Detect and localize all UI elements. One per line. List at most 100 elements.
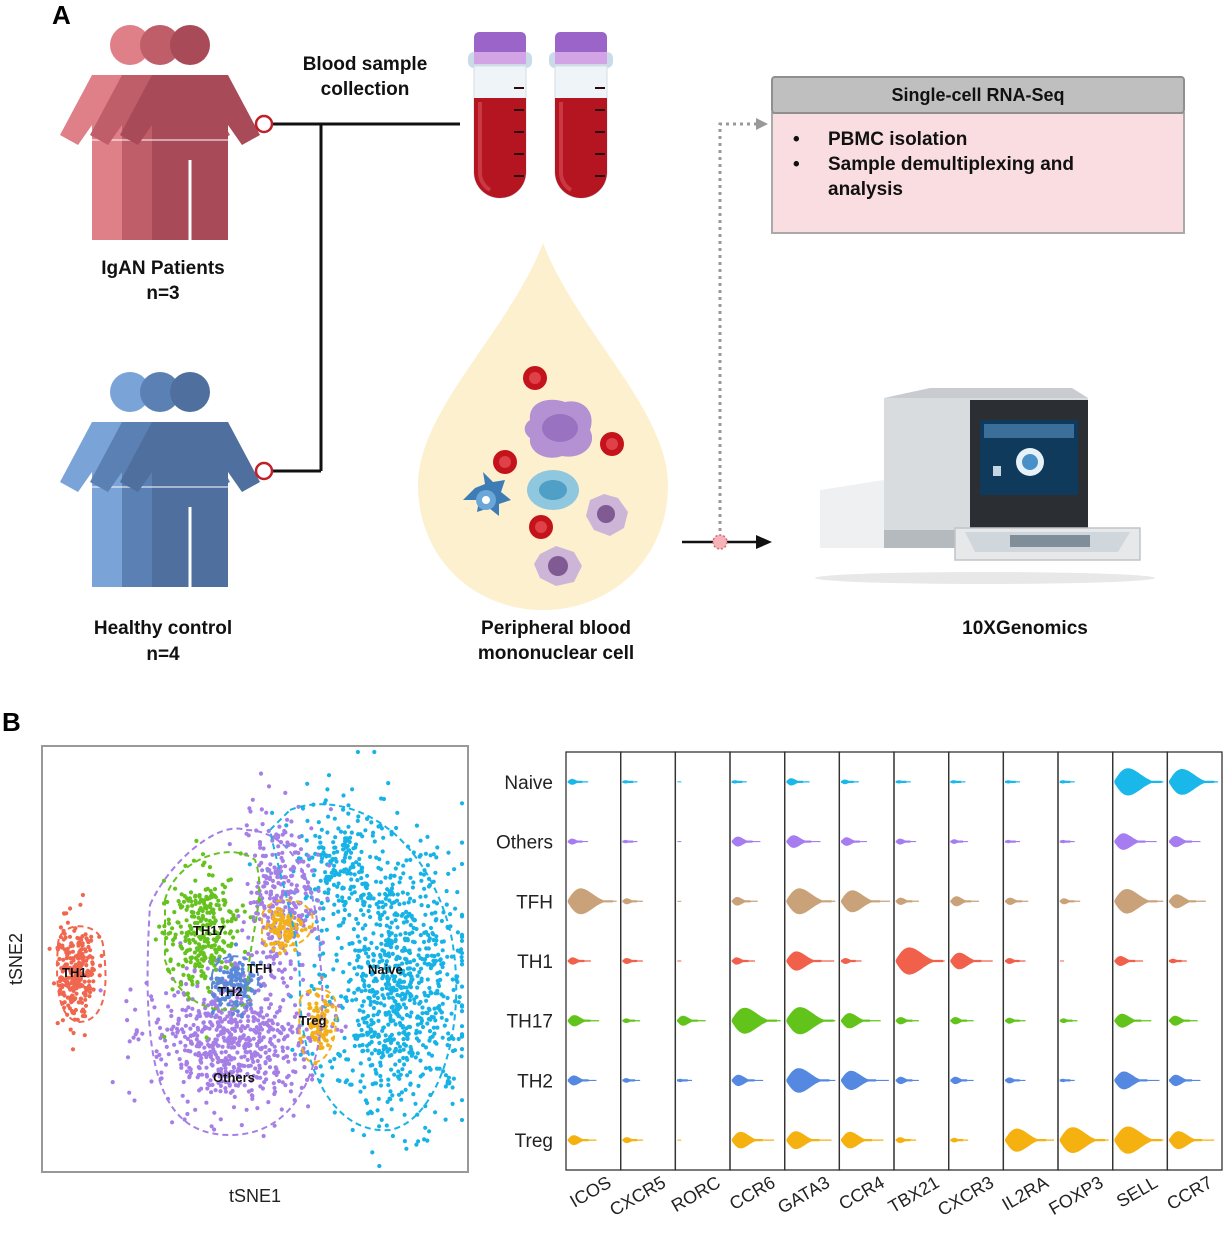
tsne-point [208,905,213,910]
tsne-point [342,859,347,864]
tsne-point [197,1014,203,1019]
tsne-point [246,1018,251,1024]
tsne-point [276,1070,281,1075]
tsne-point [187,1074,192,1079]
tsne-point [330,1065,335,1070]
tsne-point [401,1002,406,1007]
tsne-point [193,1107,198,1112]
tsne-point [390,951,395,957]
tsne-point [240,962,245,968]
tsne-point [334,859,339,864]
tsne-point [301,1057,306,1062]
tsne-point [408,857,413,863]
tsne-point [439,992,444,997]
tsne-point [385,974,390,979]
tsne-point [395,925,400,930]
tsne-point [383,1033,388,1038]
tsne-point [222,970,227,975]
patients-title: IgAN Patients [101,258,225,279]
tsne-point [188,1033,193,1039]
tsne-point [307,1002,312,1007]
tsne-point [431,852,436,857]
tsne-point [418,1074,423,1079]
tsne-point [196,911,201,916]
tsne-point [264,810,269,815]
tsne-point [366,954,371,959]
tsne-point [378,1001,383,1006]
tsne-point [422,930,427,936]
tsne-point [226,988,231,993]
tsne-point [413,1055,418,1060]
tsne-point [374,855,379,860]
tsne-point [298,847,304,852]
tsne-point [300,806,306,811]
tsne-point [390,1133,395,1139]
tsne-point [271,956,276,962]
tsne-point [91,979,96,984]
tsne-point [294,883,299,888]
tsne-point [196,1027,201,1032]
tsne-point [183,1043,188,1048]
tsne-point [336,1003,342,1008]
tsne-point [209,944,214,949]
tsne-point [170,1120,175,1125]
tsne-point [408,923,413,928]
tsne-point [180,1093,185,1098]
tsne-point [400,1016,405,1021]
tsne-point [208,922,213,928]
tsne-point [398,932,403,937]
tsne-point [402,936,408,941]
tsne-point [254,1025,259,1030]
tsne-point [268,968,273,973]
tsne-point [321,846,326,851]
tsne-point [367,904,372,909]
tsne-point [212,1110,217,1115]
tsne-point [188,1039,193,1044]
tsne-point [435,1025,440,1030]
tsne-point [279,855,284,861]
tsne-point [149,994,154,999]
tsne-point [360,977,365,983]
tsne-point [176,1016,181,1021]
tsne-point [328,1059,333,1064]
tsne-point [206,1052,211,1057]
tsne-point [435,845,440,850]
tsne-point [178,980,183,985]
tsne-point [435,988,440,993]
tsne-point [336,898,341,903]
tsne-point [259,860,264,866]
tsne-point [425,1021,430,1026]
tsne-point [437,970,443,975]
controls-title: Healthy control [94,618,232,639]
tsne-point [85,987,90,992]
tsne-point [238,1063,243,1068]
tsne-point [166,1004,171,1009]
tsne-point [79,1000,85,1005]
tsne-point [316,820,321,825]
tsne-point [183,938,188,944]
tsne-point [456,1036,461,1042]
tsne-point [313,1065,319,1070]
tsne-point [343,901,348,906]
tsne-point [326,814,331,819]
tsne-point [185,1036,190,1041]
tsne-point [283,905,288,910]
tsne-point [233,917,238,922]
tsne-point [271,921,277,926]
tsne-point [221,1030,226,1035]
tsne-point [404,960,409,965]
tsne-point [425,1138,430,1143]
tsne-point [455,890,460,895]
tsne-point [319,928,324,933]
tsne-point [75,1017,80,1022]
tsne-point [231,1079,236,1084]
tsne-point [365,1043,370,1048]
tsne-point [203,1011,208,1016]
tsne-point [181,1030,186,1035]
connector-lines [272,122,460,473]
tsne-point [371,971,376,976]
tsne-point [185,1099,190,1104]
tsne-point [432,953,437,959]
tsne-point [289,932,294,937]
tsne-point [170,1031,175,1036]
